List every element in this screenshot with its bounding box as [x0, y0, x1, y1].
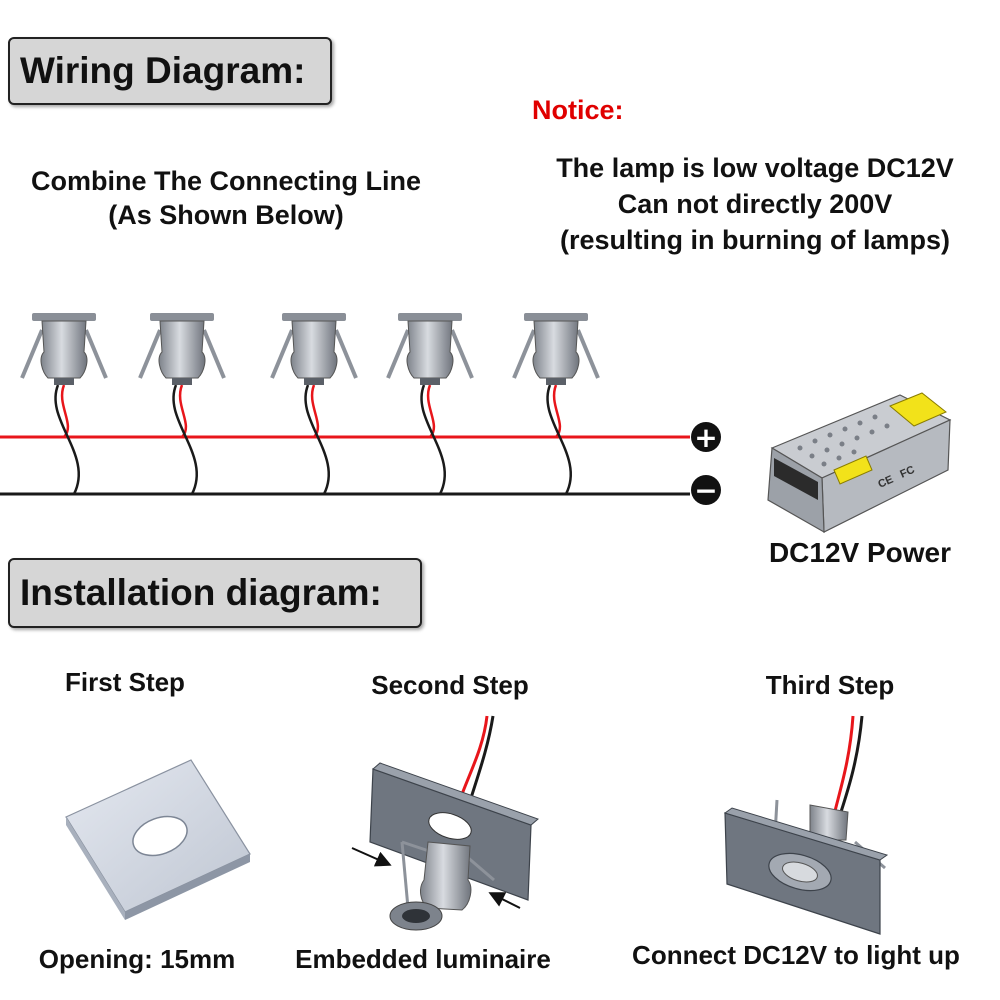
power-supply-icon: CE FC	[767, 392, 952, 534]
wiring-lamp	[20, 313, 108, 495]
step-1-plate-icon	[65, 759, 251, 920]
step-2-caption: Embedded luminaire	[295, 944, 551, 974]
wiring-subtitle-line1: Combine The Connecting Line	[31, 166, 421, 196]
wiring-lamp	[270, 313, 358, 495]
wiring-lamp	[386, 313, 474, 495]
wiring-lamp	[138, 313, 226, 495]
step-2-embed-icon	[351, 715, 539, 931]
positive-symbol: +	[694, 421, 717, 454]
wiring-lamp	[512, 313, 600, 495]
installation-diagram-heading: Installation diagram:	[8, 558, 422, 628]
step-1-caption: Opening: 15mm	[38, 944, 236, 974]
step-3-caption: Connect DC12V to light up	[632, 940, 960, 970]
notice-line2: Can not directly 200V	[617, 189, 893, 219]
notice-line1: The lamp is low voltage DC12V	[556, 153, 954, 183]
step-3-installed-icon	[723, 715, 889, 935]
ce-mark: CE	[876, 474, 895, 491]
notice-line3: (resulting in burning of lamps)	[560, 225, 950, 255]
power-supply-label: DC12V Power	[768, 537, 952, 568]
fc-mark: FC	[898, 464, 916, 481]
notice-text: The lamp is low voltage DC12V Can not di…	[520, 150, 990, 258]
right-pointer-arrow	[488, 892, 521, 909]
wiring-diagram-heading-text: Wiring Diagram:	[20, 50, 306, 91]
installation-diagram-heading-text: Installation diagram:	[20, 572, 382, 613]
left-pointer-arrow	[351, 847, 392, 867]
wiring-subtitle: Combine The Connecting Line (As Shown Be…	[0, 164, 452, 232]
negative-terminal-icon: −	[691, 474, 721, 507]
wiring-subtitle-line2: (As Shown Below)	[108, 200, 344, 230]
step-3-title: Third Step	[765, 670, 895, 700]
step-2-title: Second Step	[371, 670, 529, 700]
notice-label: Notice:	[532, 95, 624, 125]
negative-symbol: −	[694, 474, 717, 507]
positive-terminal-icon: +	[691, 421, 721, 454]
wiring-diagram-heading: Wiring Diagram:	[8, 37, 332, 105]
step-1-title: First Step	[65, 667, 185, 697]
